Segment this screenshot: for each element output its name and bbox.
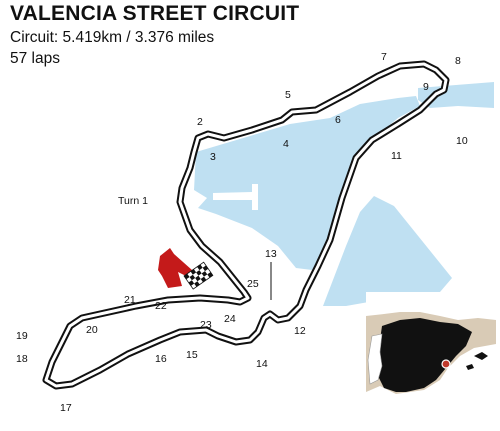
turn-label: 23 — [200, 319, 212, 331]
location-marker-icon — [441, 359, 451, 369]
balearic-islands — [466, 352, 488, 370]
outer-harbour — [323, 196, 452, 306]
turn-label: Turn 1 — [118, 195, 148, 207]
turn-label: 15 — [186, 349, 198, 361]
turn-label: 21 — [124, 294, 136, 306]
turn-label: 14 — [256, 358, 268, 370]
track-surface — [44, 62, 448, 388]
chequered-flag-icon — [183, 261, 214, 290]
port-channel — [418, 82, 494, 108]
turn-label: 4 — [283, 138, 289, 150]
page-title: VALENCIA STREET CIRCUIT — [10, 2, 300, 25]
turn-label: 9 — [423, 81, 429, 93]
locator-map — [366, 292, 496, 420]
turn-label: 6 — [335, 114, 341, 126]
turn-label: 3 — [210, 151, 216, 163]
harbour-pier — [213, 184, 258, 210]
lap-count: 57 laps — [10, 50, 60, 67]
circuit-length: Circuit: 5.419km / 3.376 miles — [10, 29, 215, 46]
inner-harbour — [194, 96, 420, 270]
spain-silhouette — [378, 318, 472, 392]
turn-label: 17 — [60, 402, 72, 414]
turn-label: 18 — [16, 353, 28, 365]
portugal-outline — [367, 333, 383, 385]
turn-label: 25 — [247, 278, 259, 290]
locator-sea — [366, 344, 496, 420]
turn-label: 7 — [381, 51, 387, 63]
turn-label: 12 — [294, 325, 306, 337]
circuit-track — [42, 60, 450, 390]
turn-label: 20 — [86, 324, 98, 336]
turn-label: 13 — [265, 248, 277, 260]
turn-label: 11 — [391, 150, 402, 162]
turn-label: 5 — [285, 89, 291, 101]
turn-label: 10 — [456, 135, 468, 147]
turn-label: 24 — [224, 313, 236, 325]
harbour-water — [194, 82, 494, 306]
turn-labels: Turn 1 2 3 4 5 6 7 8 9 10 11 12 13 14 15… — [16, 51, 468, 414]
turn-label: 8 — [455, 55, 461, 67]
turn-label: 16 — [155, 353, 167, 365]
locator-sea-north — [366, 292, 496, 320]
turn-label: 2 — [197, 116, 203, 128]
start-arrow-icon — [158, 248, 192, 288]
turn-label: 19 — [16, 330, 28, 342]
turn-label: 22 — [155, 300, 167, 312]
